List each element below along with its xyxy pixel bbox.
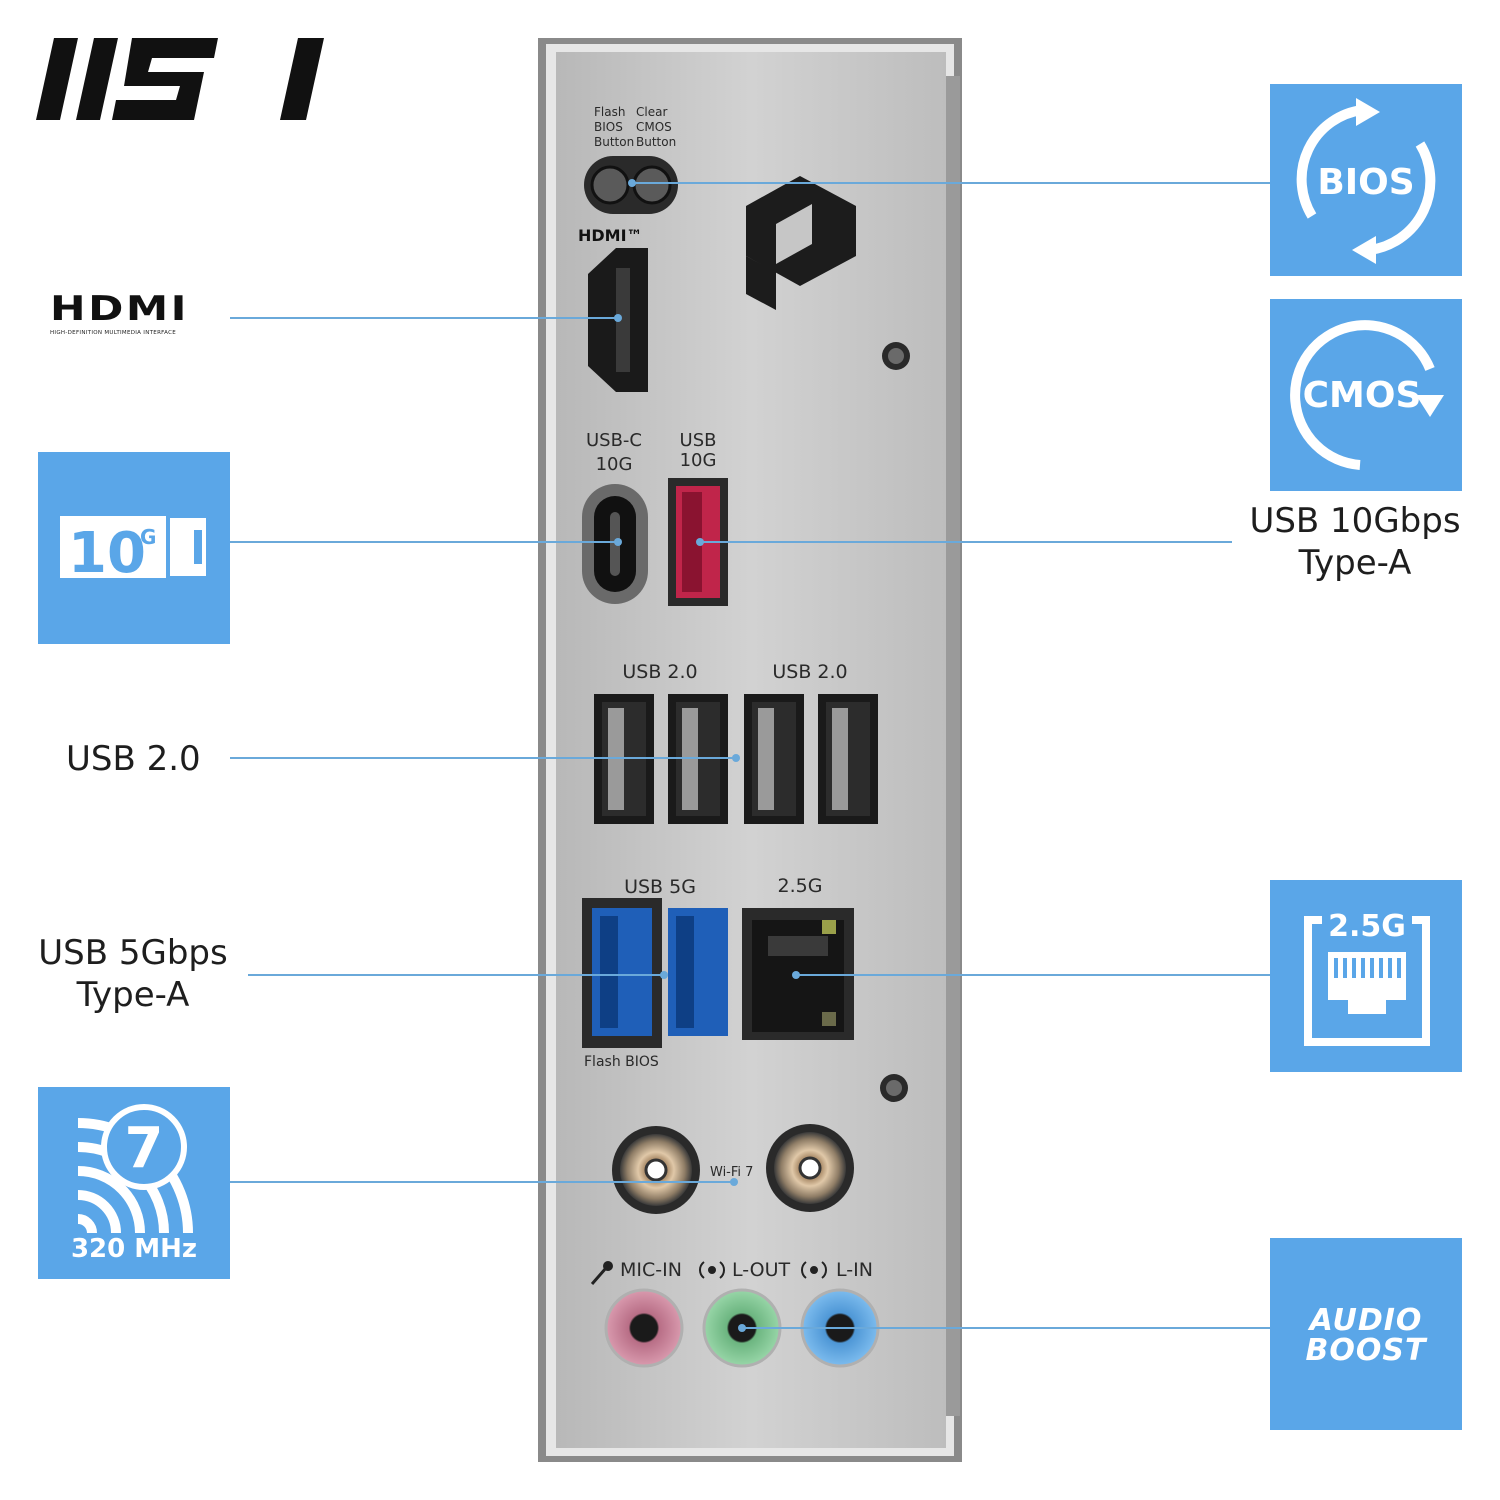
line-in-jack[interactable] [800,1288,880,1368]
lan-label: 2.5G [778,875,823,897]
usb5g-label: USB 5G [624,876,696,898]
wifi7-tile-number: 7 [125,1116,164,1181]
usb5-callout-line2: Type-A [76,975,190,1015]
line-out-label: L-OUT [732,1259,790,1281]
mic-in-label: MIC-IN [620,1259,682,1281]
usbc-label-1: USB-C [586,430,642,451]
cmos-tile-text: CMOS [1303,375,1422,416]
line-in-icon [801,1261,827,1279]
msi-logo [36,38,324,120]
clear-cmos-button[interactable] [632,165,672,205]
flash-bios-label-1: Flash [594,105,625,119]
usb-10g-icon: 10 G [60,514,210,586]
usb5-callout-label: USB 5Gbps Type-A [28,932,238,1016]
usb10g-tile-number: 10 [68,521,146,586]
flash-bios-label-2: BIOS [594,120,623,134]
line-out-icon [699,1261,725,1279]
wifi-antenna-right[interactable] [766,1124,854,1212]
hdmi-logo-text: HDMI [50,289,189,329]
bios-tile: BIOS [1270,84,1462,276]
clear-cmos-label-1: Clear [636,105,667,119]
flash-bios-button[interactable] [590,165,630,205]
usb2-left-label: USB 2.0 [622,661,697,683]
flash-bios-label-3: Button [594,135,634,149]
wifi7-tile-band: 320 MHz [71,1234,197,1264]
line-out-jack[interactable] [702,1288,782,1368]
mic-in-jack[interactable] [604,1288,684,1368]
usb10-callout-label: USB 10Gbps Type-A [1240,500,1470,584]
io-shield-panel: Flash BIOS Button Clear CMOS Button HDMI… [538,38,962,1462]
usb5-callout-line1: USB 5Gbps [38,933,228,973]
line-in-label: L-IN [836,1259,873,1281]
ethernet-port-icon: 2.5G [1304,906,1430,1046]
usb10-callout-line1: USB 10Gbps [1249,501,1461,541]
wifi7-tile: 7 320 MHz [38,1087,230,1279]
hdmi-port-label: HDMI™ [578,226,643,245]
usb2-port-1[interactable] [594,694,654,824]
wifi7-icon: 7 320 MHz [71,1104,197,1264]
hdmi-logo-tagline: HIGH-DEFINITION MULTIMEDIA INTERFACE [50,330,177,336]
screw-top [882,342,910,370]
usb2-port-4[interactable] [818,694,878,824]
usb10-callout-line2: Type-A [1298,543,1412,583]
lan-port[interactable] [742,908,854,1040]
lan-tile: 2.5G [1270,880,1462,1072]
clear-cmos-label-3: Button [636,135,676,149]
mic-icon [590,1261,613,1285]
bios-tile-text: BIOS [1317,162,1414,203]
bios-refresh-icon: BIOS [1296,98,1436,264]
audio-boost-line1: AUDIO [1308,1303,1423,1338]
usba10-label-1: USB [680,430,717,451]
screw-bottom [880,1074,908,1102]
usb2-port-2[interactable] [668,694,728,824]
usba10-label-2: 10G [680,450,717,471]
lan-tile-text: 2.5G [1328,909,1406,944]
audio-boost-tile: AUDIO BOOST [1270,1238,1462,1430]
usb2-port-3[interactable] [744,694,804,824]
hdmi-logo: HDMI HIGH-DEFINITION MULTIMEDIA INTERFAC… [50,292,230,342]
usb5g-port-1[interactable] [592,908,652,1036]
audio-boost-line2: BOOST [1306,1333,1428,1368]
usb10g-tile-sup: G [140,525,156,549]
pro-series-logo [746,176,856,310]
wifi-label: Wi-Fi 7 [710,1165,753,1180]
cmos-reset-icon: CMOS [1290,320,1444,470]
usb5g-port-2[interactable] [668,908,728,1036]
usb2-right-label: USB 2.0 [772,661,847,683]
wifi-antenna-left[interactable] [612,1126,700,1214]
flash-bios-port-label: Flash BIOS [584,1054,659,1070]
usb10g-tile: 10 G [38,452,230,644]
audio-boost-logo: AUDIO BOOST [1306,1303,1428,1368]
clear-cmos-label-2: CMOS [636,120,672,134]
usb2-callout-label: USB 2.0 [66,739,201,779]
usbc-label-2: 10G [596,454,633,475]
cmos-tile: CMOS [1270,299,1462,491]
